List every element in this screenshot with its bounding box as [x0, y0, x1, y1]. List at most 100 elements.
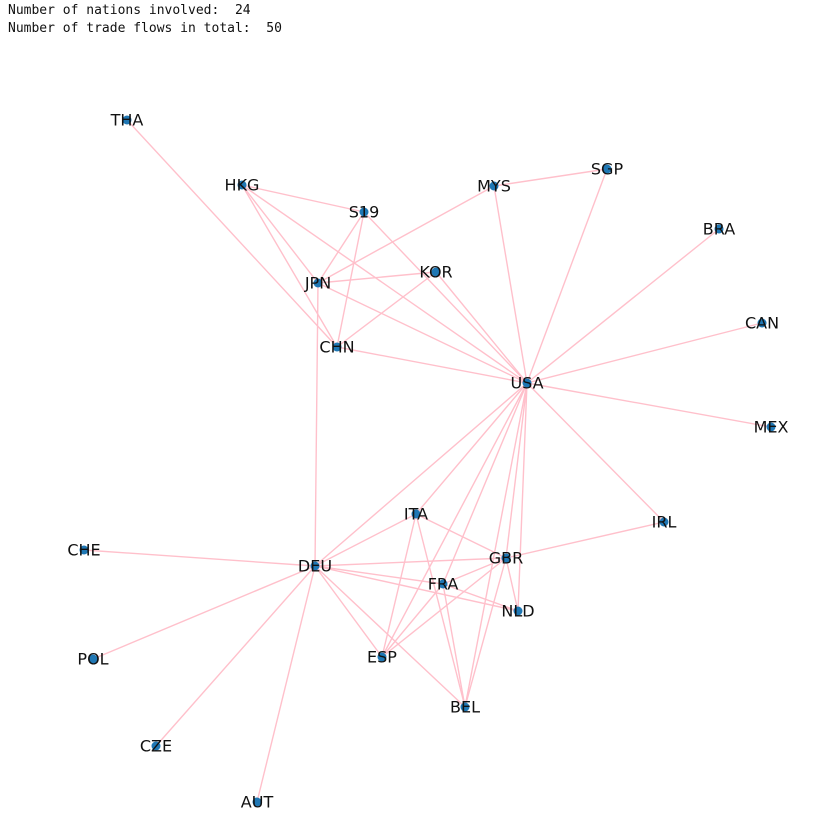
flows-label: Number of trade flows in total: — [8, 21, 251, 36]
node-irl — [659, 517, 669, 527]
edge-mys-sgp — [493, 168, 608, 187]
edge-fra-bel — [442, 583, 466, 708]
edge-jpn-deu — [314, 282, 319, 567]
edge-ita-esp — [381, 513, 417, 658]
edge-deu-bel — [314, 565, 466, 708]
edge-hkg-jpn — [241, 184, 319, 284]
edge-usa-fra — [442, 382, 528, 585]
edge-deu-nld — [314, 565, 519, 612]
edge-jpn-kor — [317, 271, 437, 284]
edge-usa-ita — [415, 382, 528, 515]
edge-fra-esp — [381, 583, 444, 658]
node-mys — [489, 181, 499, 191]
flows-count-line: Number of trade flows in total: 50 — [8, 20, 282, 38]
edge-gbr-fra — [442, 557, 507, 585]
edges-layer — [83, 119, 772, 803]
edge-deu-gbr — [314, 557, 507, 567]
edge-usa-gbr — [505, 382, 528, 559]
node-label-aut: AUT — [241, 793, 274, 812]
edge-s19-usa — [363, 211, 528, 384]
node-kor — [431, 267, 441, 277]
edge-usa-bel — [464, 382, 528, 708]
nations-count: 24 — [234, 3, 251, 18]
edge-ita-gbr — [415, 513, 507, 559]
edge-usa-nld — [517, 382, 528, 612]
edge-deu-aut — [256, 565, 316, 803]
node-label-mex: MEX — [754, 418, 789, 437]
node-label-ita: ITA — [404, 505, 428, 524]
node-usa — [522, 378, 532, 388]
edge-ita-deu — [314, 513, 417, 567]
node-chn — [332, 342, 342, 352]
node-label-can: CAN — [745, 314, 779, 333]
flows-count: 50 — [266, 21, 282, 36]
edge-sgp-usa — [526, 168, 608, 384]
node-tha — [122, 115, 132, 125]
edge-deu-pol — [92, 565, 316, 660]
edge-usa-irl — [526, 382, 665, 523]
node-bra — [714, 224, 724, 234]
edge-bra-usa — [526, 228, 720, 384]
node-label-che: CHE — [67, 541, 100, 560]
edge-mys-usa — [493, 185, 528, 384]
edge-jpn-usa — [317, 282, 528, 384]
edge-usa-esp — [381, 382, 528, 658]
node-s19 — [359, 207, 369, 217]
node-label-sgp: SGP — [591, 160, 624, 179]
node-label-jpn: JPN — [304, 274, 331, 293]
node-deu — [310, 561, 320, 571]
node-label-bel: BEL — [450, 698, 480, 717]
node-label-tha: THA — [110, 111, 144, 130]
edge-hkg-chn — [241, 184, 338, 348]
edge-gbr-esp — [381, 557, 507, 658]
node-can — [757, 318, 767, 328]
edge-hkg-s19 — [241, 184, 365, 213]
edge-mys-jpn — [317, 185, 495, 284]
node-fra — [438, 579, 448, 589]
node-label-mys: MYS — [477, 177, 511, 196]
node-label-gbr: GBR — [489, 549, 524, 568]
node-sgp — [602, 164, 612, 174]
node-label-chn: CHN — [319, 338, 354, 357]
node-label-cze: CZE — [140, 737, 172, 756]
edge-gbr-bel — [464, 557, 507, 708]
node-pol — [88, 654, 98, 664]
cell-output: Number of nations involved: 24 Number of… — [8, 2, 282, 38]
edge-can-usa — [526, 322, 763, 384]
node-label-deu: DEU — [298, 557, 332, 576]
node-label-fra: FRA — [428, 575, 459, 594]
nodes-layer — [79, 115, 776, 807]
edge-gbr-nld — [505, 557, 519, 612]
edge-che-deu — [83, 549, 316, 567]
node-gbr — [501, 553, 511, 563]
node-label-bra: BRA — [703, 220, 735, 239]
node-label-s19: S19 — [349, 203, 380, 222]
edge-deu-esp — [314, 565, 383, 658]
node-hkg — [237, 180, 247, 190]
edge-fra-nld — [442, 583, 519, 612]
node-label-kor: KOR — [419, 263, 452, 282]
node-aut — [252, 797, 262, 807]
node-label-irl: IRL — [652, 513, 677, 532]
node-bel — [460, 702, 470, 712]
node-jpn — [313, 278, 323, 288]
edge-irl-gbr — [505, 521, 665, 559]
node-cze — [151, 741, 161, 751]
edge-kor-chn — [336, 271, 437, 348]
edge-hkg-usa — [241, 184, 528, 384]
node-label-hkg: HKG — [225, 176, 260, 195]
edge-deu-fra — [314, 565, 444, 585]
node-label-esp: ESP — [367, 648, 397, 667]
nations-label: Number of nations involved: — [8, 3, 220, 18]
nations-count-line: Number of nations involved: 24 — [8, 2, 282, 20]
node-label-pol: POL — [77, 650, 108, 669]
edge-deu-cze — [155, 565, 316, 747]
edge-chn-usa — [336, 346, 528, 384]
node-nld — [513, 606, 523, 616]
edge-usa-mex — [526, 382, 772, 428]
edge-kor-usa — [435, 271, 528, 384]
edge-tha-chn — [126, 119, 338, 348]
node-esp — [377, 652, 387, 662]
